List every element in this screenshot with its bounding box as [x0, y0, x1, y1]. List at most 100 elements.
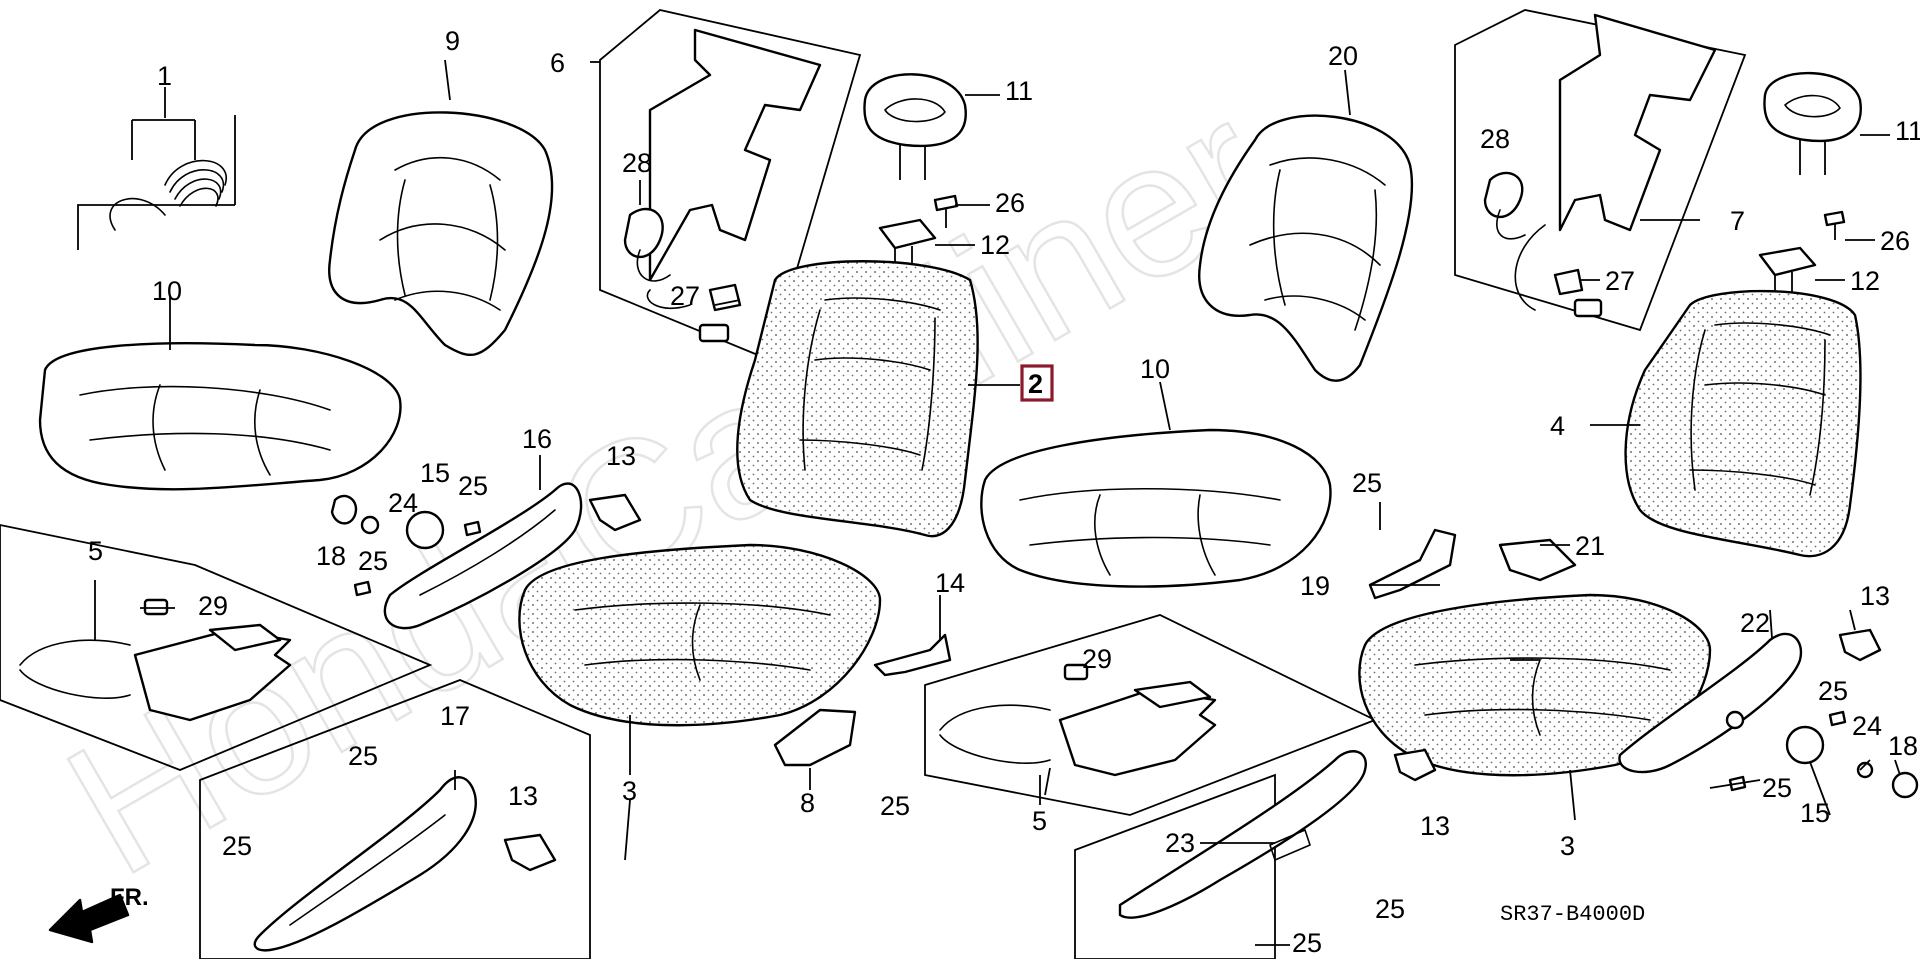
callout-15-left[interactable]: 15 — [420, 458, 450, 488]
callout-11-left[interactable]: 11 — [1005, 76, 1033, 106]
callout-13-lower-left[interactable]: 13 — [508, 781, 538, 811]
trim-cover-13-right — [1838, 628, 1882, 662]
seatback-assembly-2 — [736, 260, 1020, 538]
group-frame-23 — [1074, 773, 1276, 959]
screw-26-left — [933, 194, 959, 228]
screw-26-right — [1823, 210, 1846, 240]
seat-heater-pad-left — [646, 28, 822, 343]
seatback-assembly-4 — [1624, 289, 1862, 558]
callout-20[interactable]: 20 — [1328, 41, 1358, 71]
callout-25-c[interactable]: 25 — [880, 791, 910, 821]
callout-25-j[interactable]: 25 — [1292, 928, 1322, 958]
seat-cushion-assembly-3-right — [1358, 593, 1712, 821]
callout-27-left[interactable]: 27 — [670, 281, 700, 311]
group-frame-1 — [77, 115, 236, 250]
snap-ring-parts — [109, 119, 227, 231]
fasteners-right — [1728, 710, 1919, 799]
callout-3-right[interactable]: 3 — [1560, 831, 1575, 861]
callout-15-right[interactable]: 15 — [1800, 798, 1830, 828]
fasteners-left — [330, 494, 482, 597]
callout-10-left[interactable]: 10 — [152, 276, 182, 306]
callout-13-top[interactable]: 13 — [606, 441, 636, 471]
callout-23[interactable]: 23 — [1165, 828, 1195, 858]
diagram-code: SR37-B4000D — [1500, 902, 1645, 927]
callout-6[interactable]: 6 — [550, 48, 565, 78]
callouts: 1 9 6 11 26 28 12 27 10 2 16 15 24 25 13… — [88, 26, 1920, 958]
callout-25-i[interactable]: 25 — [1375, 894, 1405, 924]
callout-11-right[interactable]: 11 — [1895, 116, 1920, 146]
selected-part-highlight — [1020, 364, 1054, 402]
callout-21[interactable]: 21 — [1575, 531, 1605, 561]
callout-28-right[interactable]: 28 — [1480, 124, 1510, 154]
trim-cover-13-top — [588, 493, 642, 532]
cover-8 — [773, 708, 857, 767]
callout-1[interactable]: 1 — [157, 61, 172, 91]
callout-18-right[interactable]: 18 — [1888, 731, 1918, 761]
callout-29-right[interactable]: 29 — [1082, 644, 1112, 674]
callout-24-right[interactable]: 24 — [1852, 711, 1882, 741]
callout-22[interactable]: 22 — [1740, 608, 1770, 638]
callout-10-center[interactable]: 10 — [1140, 354, 1170, 384]
callout-26-right[interactable]: 26 — [1880, 226, 1910, 256]
clip-part-27-right — [1553, 268, 1584, 296]
seatback-cover-left — [328, 59, 554, 356]
group-frame-6 — [599, 9, 862, 362]
clip-part-28-left — [623, 208, 671, 282]
bracket-21 — [1498, 538, 1577, 582]
callout-28-left[interactable]: 28 — [622, 148, 652, 178]
seat-cushion-cover-left — [38, 295, 402, 491]
cushion-heater-pad-right — [939, 663, 1217, 777]
recliner-cover-22 — [1618, 609, 1803, 774]
callout-29-left[interactable]: 29 — [198, 591, 228, 621]
headrest-right — [1763, 71, 1862, 175]
callout-25-b[interactable]: 25 — [358, 546, 388, 576]
callout-5-right[interactable]: 5 — [1032, 806, 1047, 836]
headrest-left — [863, 73, 967, 180]
callout-8[interactable]: 8 — [800, 788, 815, 818]
callout-26-left[interactable]: 26 — [995, 188, 1025, 218]
recliner-cover-16 — [383, 455, 583, 630]
trim-cover-13-lower-left — [503, 833, 557, 872]
clip-part-27-left — [708, 283, 742, 312]
lever-19 — [1368, 528, 1457, 600]
front-arrow-icon — [48, 893, 130, 944]
headrest-guide-12-right — [1758, 246, 1817, 297]
clip-part-28-right — [1483, 171, 1526, 240]
group-frame-5-right — [924, 614, 1378, 816]
front-direction-indicator: FR. — [48, 884, 149, 944]
seat-cushion-assembly-3-left — [518, 543, 882, 775]
callout-18-left[interactable]: 18 — [316, 541, 346, 571]
recliner-cover-23 — [1118, 750, 1367, 919]
seatback-cover-right — [1198, 69, 1414, 382]
callout-5-left[interactable]: 5 — [88, 536, 103, 566]
callout-25-g[interactable]: 25 — [1818, 676, 1848, 706]
callout-14[interactable]: 14 — [935, 568, 965, 598]
callout-25-f[interactable]: 25 — [1352, 468, 1382, 498]
callout-24-left[interactable]: 24 — [388, 488, 418, 518]
callout-16[interactable]: 16 — [522, 424, 552, 454]
callout-12-left[interactable]: 12 — [980, 230, 1010, 260]
front-indicator-label: FR. — [110, 884, 149, 911]
group-frame-5-left — [0, 524, 433, 771]
callout-9[interactable]: 9 — [445, 26, 460, 56]
callout-3-left[interactable]: 3 — [622, 776, 637, 806]
callout-25-d[interactable]: 25 — [348, 741, 378, 771]
callout-4[interactable]: 4 — [1550, 411, 1565, 441]
group-frame-7 — [1454, 9, 1747, 332]
callout-25-a[interactable]: 25 — [458, 471, 488, 501]
seat-cushion-cover-center — [980, 381, 1332, 588]
callout-25-e[interactable]: 25 — [222, 831, 252, 861]
group-frame-17 — [199, 679, 591, 959]
callout-13-right[interactable]: 13 — [1860, 581, 1890, 611]
callout-25-h[interactable]: 25 — [1762, 773, 1792, 803]
callout-17[interactable]: 17 — [440, 701, 470, 731]
callout-27-right[interactable]: 27 — [1605, 266, 1635, 296]
callout-2-selected[interactable]: 2 — [1028, 369, 1043, 399]
callout-19[interactable]: 19 — [1300, 571, 1330, 601]
callout-7[interactable]: 7 — [1730, 206, 1745, 236]
callout-13-lower-right[interactable]: 13 — [1420, 811, 1450, 841]
seat-heater-pad-right — [1514, 13, 1717, 318]
callout-12-right[interactable]: 12 — [1850, 266, 1880, 296]
